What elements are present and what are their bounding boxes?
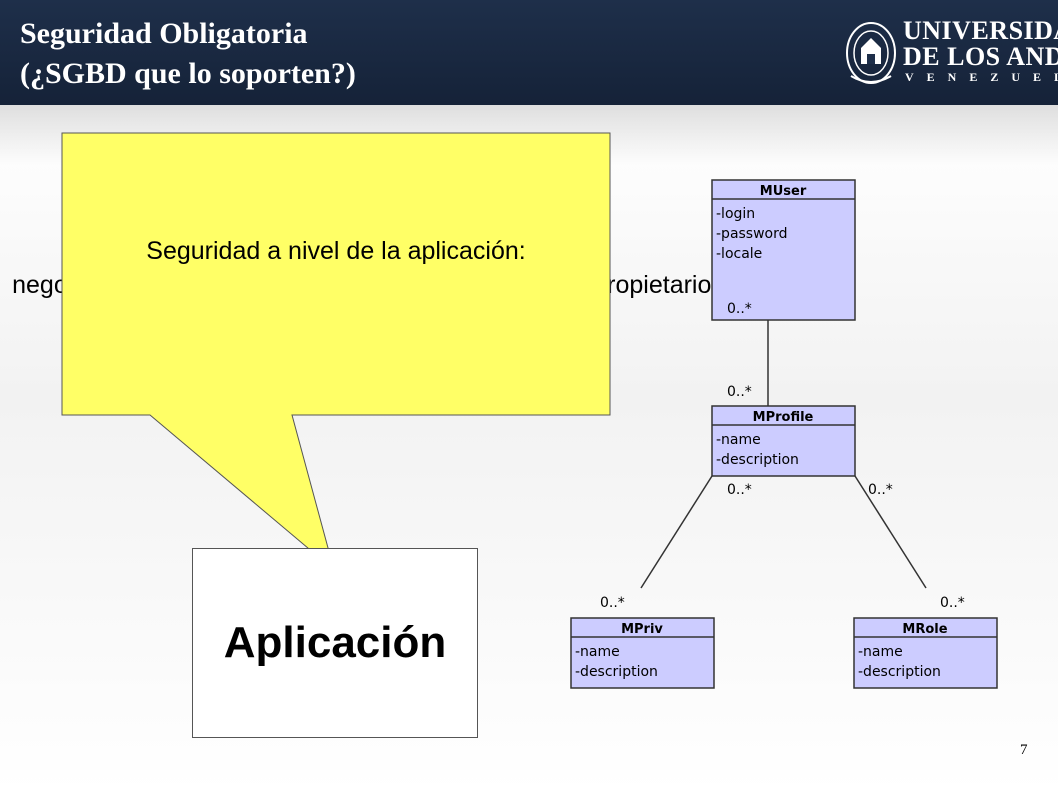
slide-header: Seguridad Obligatoria (¿SGBD que lo sopo… xyxy=(0,0,1058,105)
callout-text: Seguridad a nivel de la aplicación: xyxy=(146,237,526,265)
logo-line-3: VENEZUELA xyxy=(905,70,1058,84)
logo-line-2: DE LOS ANDES xyxy=(903,42,1058,71)
uml-class-muser: MUser -login -password -locale xyxy=(711,179,856,321)
connector-profile-priv xyxy=(640,475,713,589)
mpriv-name: MPriv xyxy=(621,622,663,637)
uml-class-mprofile: MProfile -name -description xyxy=(711,405,856,477)
uml-class-mrole: MRole -name -description xyxy=(853,617,998,689)
mprofile-name: MProfile xyxy=(753,410,814,425)
muser-attr-login: -login xyxy=(716,206,755,222)
muser-name: MUser xyxy=(760,184,807,199)
slide-title: Seguridad Obligatoria (¿SGBD que lo sopo… xyxy=(20,14,580,94)
mrole-attr-description: -description xyxy=(858,664,941,680)
muser-attr-locale: -locale xyxy=(716,246,762,262)
university-logo: UNIVERSIDAD DE LOS ANDES VENEZUELA xyxy=(843,14,1058,92)
mrole-attr-name: -name xyxy=(858,644,903,660)
multiplicity-priv-bottom: 0..* xyxy=(600,595,625,611)
mprofile-attr-name: -name xyxy=(716,432,761,448)
mpriv-attr-name: -name xyxy=(575,644,620,660)
mprofile-attr-description: -description xyxy=(716,452,799,468)
multiplicity-profile-role: 0..* xyxy=(868,482,893,498)
title-line-2: (¿SGBD que lo soporten?) xyxy=(20,57,356,90)
multiplicity-profile-priv: 0..* xyxy=(727,482,752,498)
logo-line-1: UNIVERSIDAD xyxy=(903,16,1058,45)
application-box: Aplicación xyxy=(192,548,478,738)
multiplicity-user-top: 0..* xyxy=(727,301,752,317)
muser-attr-password: -password xyxy=(716,226,788,242)
title-line-1: Seguridad Obligatoria xyxy=(20,17,308,50)
connector-profile-role xyxy=(854,475,927,589)
page-number: 7 xyxy=(1020,742,1028,758)
application-label: Aplicación xyxy=(223,618,447,667)
mpriv-attr-description: -description xyxy=(575,664,658,680)
crest-icon xyxy=(846,22,896,84)
multiplicity-role-bottom: 0..* xyxy=(940,595,965,611)
uml-class-mpriv: MPriv -name -description xyxy=(570,617,715,689)
multiplicity-profile-top: 0..* xyxy=(727,384,752,400)
mrole-name: MRole xyxy=(902,622,947,637)
